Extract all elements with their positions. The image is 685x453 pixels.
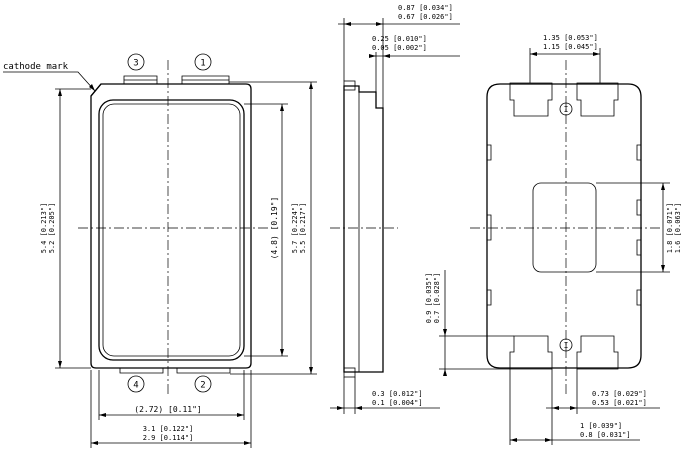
lead-4	[119, 368, 164, 374]
dim-back-foot-2: 0.8 [0.031"]	[580, 431, 631, 439]
dim-height-right-2: 5.5 [0.217"]	[299, 203, 307, 254]
dim-back-left-2: 0.7 [0.028"]	[433, 273, 441, 324]
dim-side-bottom-1: 0.3 [0.012"]	[372, 390, 423, 398]
dim-width-outer-2: 2.9 [0.114"]	[143, 434, 194, 442]
front-body-outline	[90, 83, 252, 369]
dim-back-top-2: 1.15 [0.045"]	[543, 43, 598, 51]
pin-1-label: 1	[200, 59, 205, 69]
cathode-mark-label: cathode mark	[3, 62, 69, 72]
dim-back-pad-1: 1.8 [0.071"]	[666, 203, 674, 254]
front-lens	[98, 99, 245, 361]
lead-2	[176, 368, 231, 374]
dim-back-foot-1: 1 [0.039"]	[580, 422, 622, 430]
dim-side-step-1: 0.25 [0.010"]	[372, 35, 427, 43]
dim-height-right-1: 5.7 [0.224"]	[291, 203, 299, 254]
pin-2-label: 2	[200, 381, 205, 391]
side-view: 0.87 [0.034"] 0.67 [0.026"] 0.25 [0.010"…	[330, 4, 460, 414]
dim-back-bottom-2: 0.53 [0.021"]	[592, 399, 647, 407]
back-body-outline	[486, 83, 642, 369]
back-thermal-pad	[532, 182, 597, 273]
back-pad-top-right	[576, 82, 619, 117]
dim-back-left-1: 0.9 [0.035"]	[425, 273, 433, 324]
dim-height-left-2: 5.2 [0.205"]	[48, 203, 56, 254]
back-pad-top-left	[509, 82, 553, 117]
front-view: 3 1 4 2 cathode mark 5.4 [0.213"] 5.2 [0…	[3, 53, 317, 448]
back-view: I I 1.35 [0.053"] 1.15 [0.045"] 1.8 [0.0…	[425, 34, 682, 445]
pin-I-bottom-label: I	[564, 341, 569, 350]
dim-back-bottom-1: 0.73 [0.029"]	[592, 390, 647, 398]
pin-I-top-label: I	[564, 105, 569, 114]
dim-side-top-1: 0.87 [0.034"]	[398, 4, 453, 12]
pin-3-label: 3	[133, 59, 138, 69]
dim-width-inner: (2.72) [0.11"]	[134, 405, 201, 414]
dim-height-left-1: 5.4 [0.213"]	[40, 203, 48, 254]
dim-side-top-2: 0.67 [0.026"]	[398, 13, 453, 21]
dim-back-pad-2: 1.6 [0.063"]	[674, 203, 682, 254]
dim-back-top-1: 1.35 [0.053"]	[543, 34, 598, 42]
dim-width-outer-1: 3.1 [0.122"]	[143, 425, 194, 433]
back-pad-bottom-right	[576, 335, 619, 370]
lead-3	[123, 79, 158, 84]
dim-lens-height: (4.8) [0.19"]	[270, 197, 279, 260]
dim-side-bottom-2: 0.1 [0.004"]	[372, 399, 423, 407]
side-profile	[343, 85, 384, 373]
pin-4-label: 4	[133, 381, 138, 391]
dim-side-step-2: 0.05 [0.002"]	[372, 44, 427, 52]
back-pad-bottom-left	[509, 335, 553, 370]
